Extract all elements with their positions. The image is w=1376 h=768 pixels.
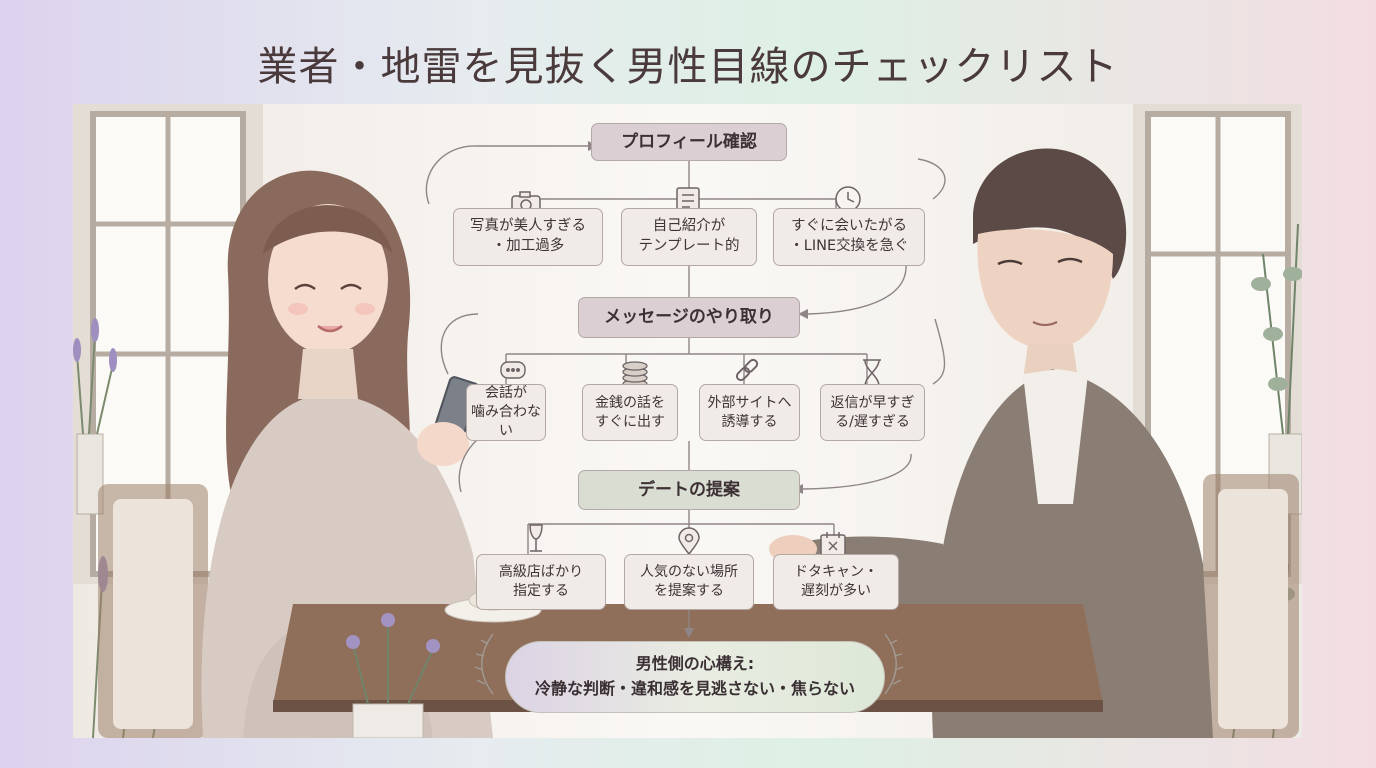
item-date-cancel: ドタキャン・ 遅刻が多い <box>773 554 899 610</box>
item-message-conversation: 会話が 噛み合わない <box>466 384 546 441</box>
section-header-label: デートの提案 <box>638 479 740 500</box>
item-label: 返信が早すぎ る/遅すぎる <box>830 394 915 430</box>
section-header-label: プロフィール確認 <box>621 131 757 152</box>
item-label: 人気のない場所 を提案する <box>640 564 738 599</box>
link-icon <box>735 358 759 382</box>
cafe-scene: プロフィール確認 写真が美人すぎる ・加工過多 自己紹介が テンプレート的 すぐ… <box>73 104 1302 738</box>
left-chair <box>98 484 208 738</box>
item-profile-urgency: すぐに会いたがる ・LINE交換を急ぐ <box>773 208 925 266</box>
item-label: 自己紹介が テンプレート的 <box>638 218 740 254</box>
item-message-money: 金銭の話を すぐに出す <box>582 384 678 441</box>
item-message-reply-speed: 返信が早すぎ る/遅すぎる <box>820 384 925 441</box>
conclusion-text: 冷静な判断・違和感を見逃さない・焦らない <box>534 679 855 698</box>
document-icon <box>676 187 700 215</box>
item-message-external: 外部サイトへ 誘導する <box>699 384 800 441</box>
calendar-cancel-icon <box>820 532 846 556</box>
right-chair <box>1203 474 1299 738</box>
section-header-profile: プロフィール確認 <box>591 123 787 161</box>
center-flower-pot <box>346 613 440 738</box>
item-label: ドタキャン・ 遅刻が多い <box>794 564 878 599</box>
map-pin-icon <box>678 527 700 556</box>
item-label: すぐに会いたがる ・LINE交換を急ぐ <box>789 218 909 254</box>
conclusion-banner: 男性側の心構え: 冷静な判断・違和感を見逃さない・焦らない <box>505 641 885 713</box>
laurel-left-icon <box>474 633 494 695</box>
section-header-date: デートの提案 <box>578 470 800 510</box>
page-title: 業者・地雷を見抜く男性目線のチェックリスト <box>257 44 1119 90</box>
conclusion-heading: 男性側の心構え: <box>635 654 755 674</box>
item-date-secluded: 人気のない場所 を提案する <box>624 554 754 610</box>
laurel-right-icon <box>884 633 904 695</box>
section-header-label: メッセージのやり取り <box>604 307 774 328</box>
item-label: 高級店ばかり 指定する <box>498 564 584 599</box>
chat-bubble-icon <box>500 361 526 379</box>
item-profile-photo: 写真が美人すぎる ・加工過多 <box>453 208 603 266</box>
item-profile-intro: 自己紹介が テンプレート的 <box>621 208 757 266</box>
item-label: 金銭の話を すぐに出す <box>595 394 665 430</box>
item-label: 外部サイトへ 誘導する <box>707 394 792 430</box>
item-label: 写真が美人すぎる ・加工過多 <box>470 218 586 254</box>
item-label: 会話が 噛み合わない <box>471 385 541 439</box>
item-date-expensive: 高級店ばかり 指定する <box>476 554 606 610</box>
wine-glass-icon <box>529 524 543 552</box>
section-header-messages: メッセージのやり取り <box>578 297 800 338</box>
